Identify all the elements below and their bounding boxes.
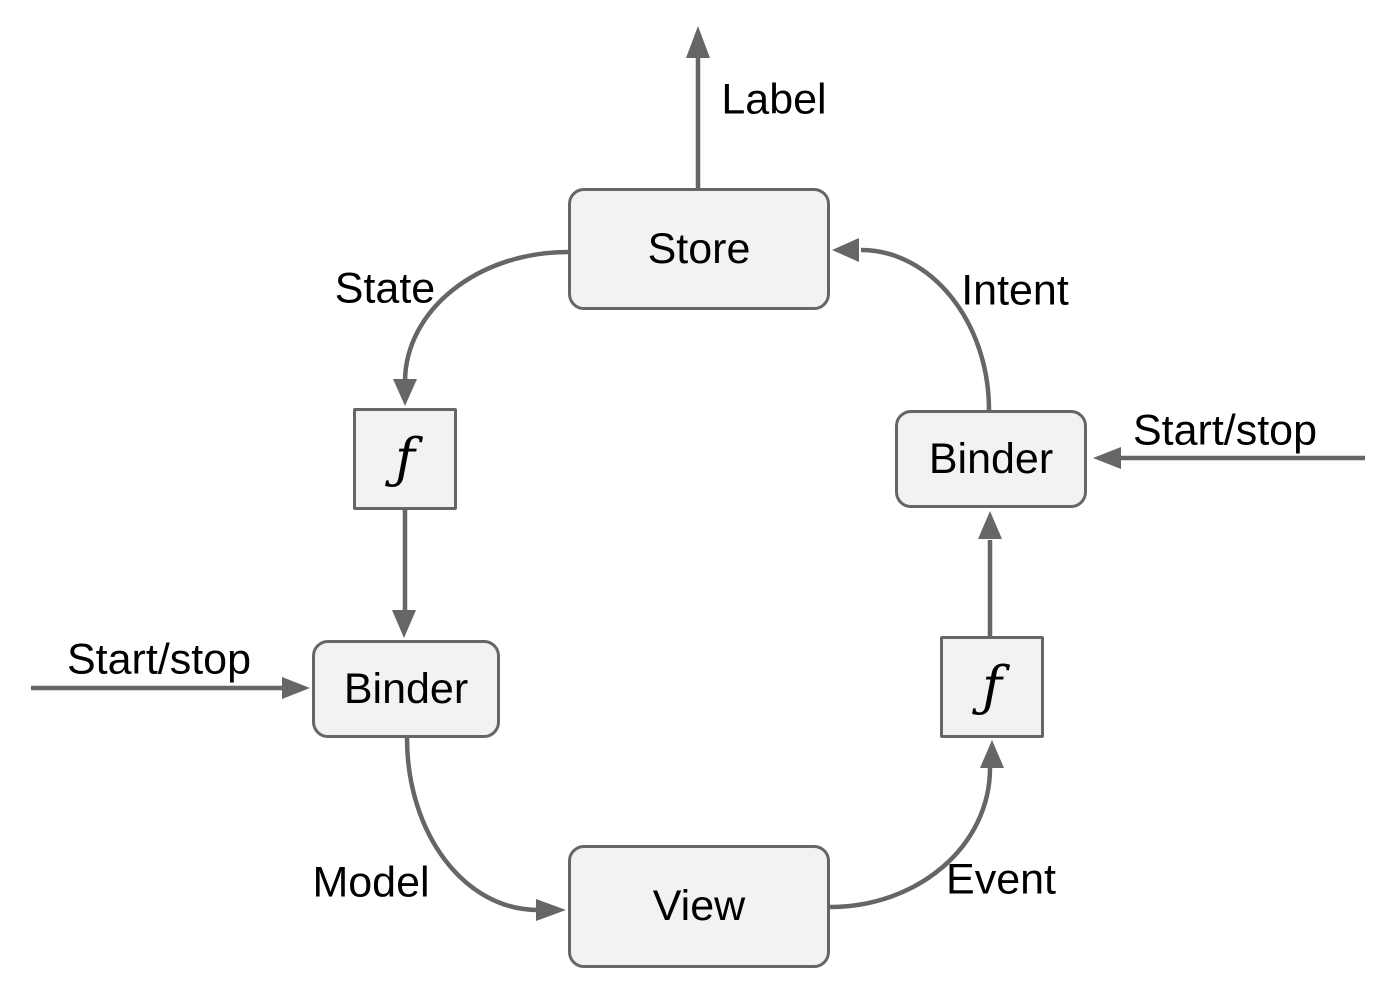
- edge-state-curve: [402, 249, 569, 383]
- arrowhead-event-icon: [980, 740, 1004, 768]
- node-binder-right-label: Binder: [928, 434, 1054, 483]
- node-mapper-right: ƒ: [940, 636, 1044, 738]
- edge-event-curve: [829, 767, 993, 910]
- node-mapper-left: ƒ: [353, 408, 457, 510]
- edge-label-event: Event: [946, 855, 1056, 904]
- edge-label-state: State: [334, 264, 436, 313]
- arrowhead-intent-icon: [832, 238, 859, 262]
- edge-label-start-stop-left: Start/stop: [66, 635, 252, 684]
- edge-label-model: Model: [312, 858, 430, 907]
- node-mapper-left-label: ƒ: [395, 427, 415, 490]
- arrowhead-mapper-left-icon: [392, 610, 416, 638]
- edge-model-curve: [404, 737, 539, 913]
- arrowhead-state-icon: [393, 379, 417, 406]
- edge-label-label-output: Label: [721, 75, 827, 124]
- node-mapper-right-label: ƒ: [982, 655, 1002, 718]
- arrowhead-mapper-right-icon: [978, 511, 1002, 539]
- arrowhead-startstop-right-icon: [1093, 447, 1121, 469]
- edge-label-intent: Intent: [961, 266, 1069, 315]
- node-store-label: Store: [647, 224, 751, 273]
- node-binder-left-label: Binder: [343, 664, 469, 713]
- node-binder-right: Binder: [895, 410, 1087, 508]
- arrowhead-model-icon: [536, 899, 566, 921]
- arrowhead-startstop-left-icon: [282, 677, 310, 699]
- edge-intent-curve: [860, 247, 992, 411]
- node-view-label: View: [652, 882, 746, 930]
- node-binder-left: Binder: [312, 640, 500, 738]
- node-store: Store: [568, 188, 830, 310]
- edge-label-start-stop-right: Start/stop: [1132, 406, 1318, 455]
- node-view: View: [568, 845, 830, 968]
- arrowhead-label-up-icon: [686, 26, 710, 58]
